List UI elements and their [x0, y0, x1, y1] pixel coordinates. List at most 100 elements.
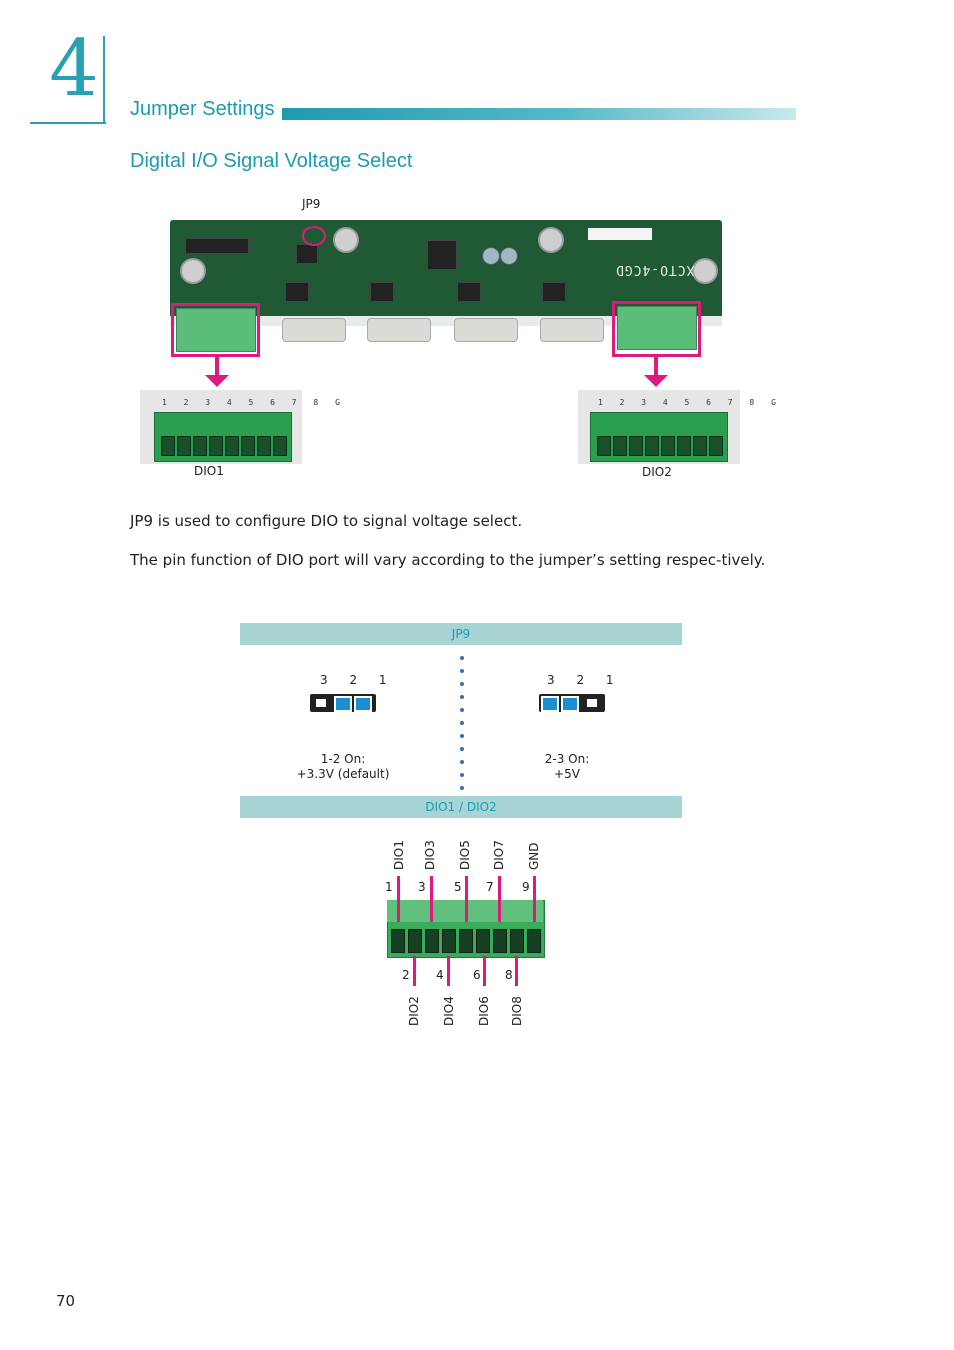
pin-line-6: [483, 956, 486, 986]
divider-dot: [460, 760, 464, 764]
dio2-terminal-block: [617, 306, 697, 350]
connector-slot: [257, 436, 271, 456]
terminal-slot: [527, 929, 541, 953]
jumper-pin: [587, 699, 597, 707]
pin-label-dio2: DIO2: [407, 996, 421, 1026]
connector-slot: [225, 436, 239, 456]
dio2-pin-numbers: 1 2 3 4 5 6 7 8 G: [598, 398, 782, 407]
pin-label-dio7: DIO7: [492, 840, 506, 870]
mounting-hole: [692, 258, 718, 284]
left-setting-line1: 1-2 On:: [320, 752, 366, 766]
terminal-slot: [442, 929, 456, 953]
page-number: 70: [56, 1292, 76, 1310]
connector-slot: [645, 436, 659, 456]
serial-port: [454, 318, 518, 342]
pin-label-dio6: DIO6: [477, 996, 491, 1026]
divider-dot: [460, 682, 464, 686]
right-setting-line2: +5V: [554, 767, 580, 781]
divider-dot: [460, 669, 464, 673]
subsection-title: Digital I/O Signal Voltage Select: [130, 150, 413, 172]
pin-number-1: 1: [385, 880, 393, 894]
divider-dot: [460, 734, 464, 738]
dio1-label: DIO1: [194, 464, 224, 478]
dio1-terminal-block: [176, 308, 256, 352]
left-setting-line2: +3.3V (default): [296, 767, 390, 781]
connector-slot: [613, 436, 627, 456]
pin-number-8: 8: [505, 968, 513, 982]
board-chip: [457, 282, 481, 302]
section-title: Jumper Settings: [130, 98, 275, 120]
jumper-cap-pin: [561, 696, 579, 712]
pin-label-dio1: DIO1: [392, 840, 406, 870]
jp9-highlight-circle: [302, 226, 326, 246]
jumper-cap-pin: [541, 696, 559, 712]
connector-slot: [177, 436, 191, 456]
divider-dot: [460, 708, 464, 712]
board-chip: [370, 282, 394, 302]
divider-dot: [460, 747, 464, 751]
pin-number-5: 5: [454, 880, 462, 894]
connector-slot: [693, 436, 707, 456]
pin-label-dio8: DIO8: [510, 996, 524, 1026]
serial-port: [367, 318, 431, 342]
pinout-header-band: DIO1 / DIO2: [240, 796, 682, 818]
divider-dot: [460, 773, 464, 777]
arrow-down-icon: [644, 375, 668, 387]
chapter-divider-horizontal: [30, 122, 106, 124]
serial-port: [282, 318, 346, 342]
pin-line-8: [515, 956, 518, 986]
jumper-cap-pin: [334, 696, 352, 712]
dio1-pin-numbers: 1 2 3 4 5 6 7 8 G: [162, 398, 346, 407]
pin-line-5: [465, 876, 468, 922]
pin-number-7: 7: [486, 880, 494, 894]
dio1-highlight-box: [171, 303, 260, 357]
right-setting-line1: 2-3 On:: [544, 752, 590, 766]
pin-line-1: [397, 876, 400, 922]
terminal-slot: [391, 929, 405, 953]
terminal-slot: [459, 929, 473, 953]
pin-number-2: 2: [402, 968, 410, 982]
jumper-cap-pin: [354, 696, 372, 712]
paragraph-1: JP9 is used to configure DIO to signal v…: [130, 512, 523, 530]
board-chip: [185, 238, 249, 254]
arrow-stem: [654, 355, 658, 375]
pin-line-3: [430, 876, 433, 922]
left-pin-numbers: 3 2 1: [320, 673, 396, 687]
chapter-number: 4: [49, 24, 99, 114]
jumper-pin: [316, 699, 326, 707]
connector-slot: [629, 436, 643, 456]
divider-dot: [460, 786, 464, 790]
pin-label-dio5: DIO5: [458, 840, 472, 870]
terminal-slot: [425, 929, 439, 953]
connector-slot: [597, 436, 611, 456]
table-header-band: JP9: [240, 623, 682, 645]
connector-slot: [193, 436, 207, 456]
pin-line-2: [413, 956, 416, 986]
board-chip: [285, 282, 309, 302]
divider-dot: [460, 721, 464, 725]
mounting-hole: [180, 258, 206, 284]
dio2-highlight-box: [612, 301, 701, 357]
jp9-callout-label: JP9: [302, 197, 321, 211]
arrow-stem: [215, 355, 219, 375]
board-chip: [542, 282, 566, 302]
pin-number-9: 9: [522, 880, 530, 894]
pin-number-4: 4: [436, 968, 444, 982]
connector-slot: [161, 436, 175, 456]
board-sticker: [588, 228, 652, 240]
mounting-hole: [538, 227, 564, 253]
board-silkscreen: XCTO-4CGD: [615, 262, 695, 277]
mounting-hole: [333, 227, 359, 253]
connector-slot: [661, 436, 675, 456]
divider-dot: [460, 656, 464, 660]
connector-slot: [209, 436, 223, 456]
pin-number-3: 3: [418, 880, 426, 894]
terminal-slot: [493, 929, 507, 953]
connector-slot: [241, 436, 255, 456]
pin-line-4: [447, 956, 450, 986]
chapter-divider-vertical: [103, 36, 105, 124]
section-title-bar: [282, 108, 796, 120]
arrow-down-icon: [205, 375, 229, 387]
pin-line-7: [498, 876, 501, 922]
board-chip: [427, 240, 457, 270]
